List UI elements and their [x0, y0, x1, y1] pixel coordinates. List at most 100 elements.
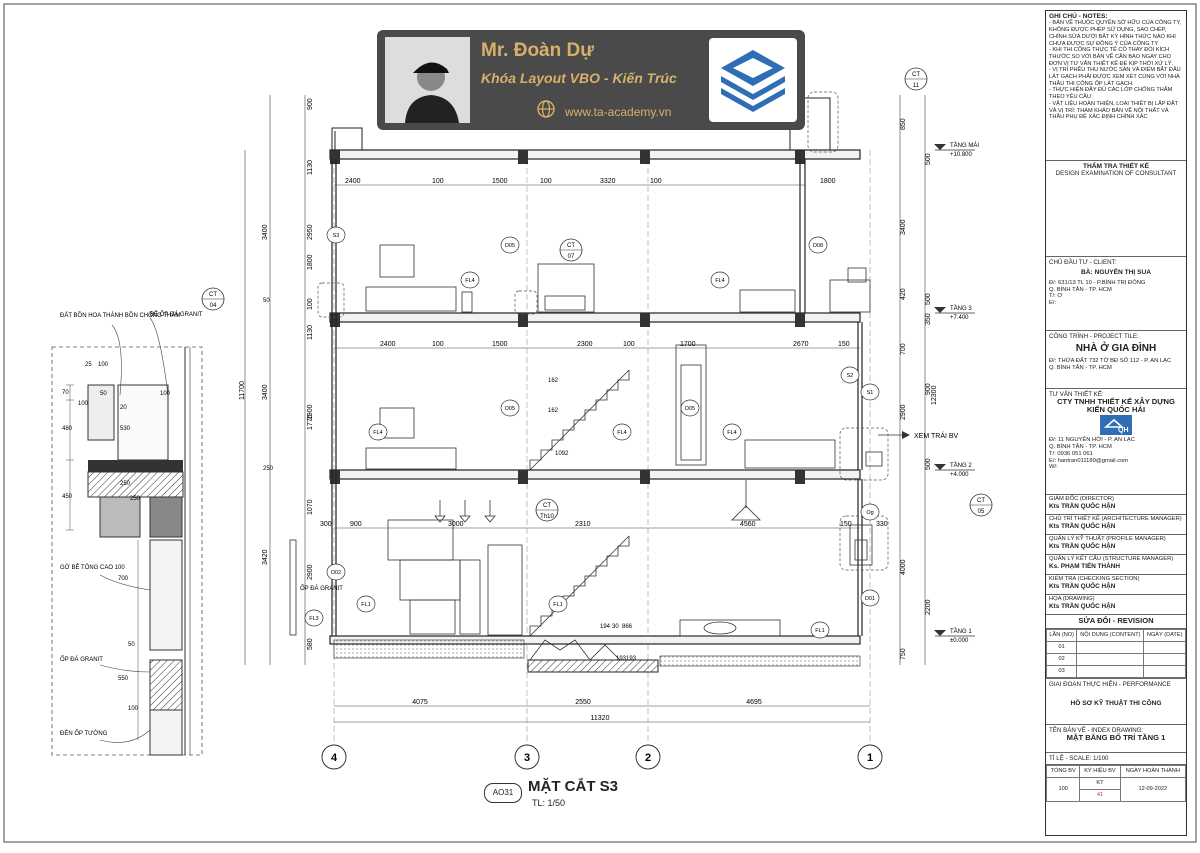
- callout-top: CT: [543, 503, 551, 509]
- review-title: THẨM TRA THIẾT KẾ: [1082, 163, 1150, 170]
- dim-mid: 1500: [492, 341, 508, 348]
- footer-header-date: NGÀY HOÀN THÀNH: [1119, 765, 1187, 778]
- dim-stair: 866: [622, 624, 633, 630]
- dim-low: 330: [876, 521, 888, 528]
- level-name: TẦNG 3: [950, 305, 972, 312]
- detail-dim: 20: [120, 405, 127, 411]
- dim-top: 1500: [492, 178, 508, 185]
- role-row: QUẢN LÝ KỸ THUẬT (PROFILE MANAGER)Kts TR…: [1046, 535, 1186, 555]
- phase-label: GIAI ĐOẠN THỰC HIỆN - PERFORMANCE: [1049, 681, 1171, 688]
- banner-website[interactable]: www.ta-academy.vn: [565, 105, 672, 119]
- grid-axis-bubble: [514, 744, 540, 770]
- client-label: CHỦ ĐẦU TƯ - CLIENT:: [1049, 259, 1117, 266]
- dim-mid: 150: [838, 341, 850, 348]
- furniture-floor1: [289, 480, 873, 637]
- level-name: TẦNG 2: [950, 462, 972, 469]
- role-title: GIÁM ĐỐC (DIRECTOR): [1049, 496, 1114, 502]
- notes-title: GHI CHÚ - NOTES:: [1049, 13, 1108, 20]
- element-tag-shape: [840, 366, 860, 384]
- grid-axis-bubble: [635, 744, 661, 770]
- level-marker: [934, 307, 946, 313]
- element-tag-label: D02: [331, 570, 341, 576]
- project-address: Đ/: THỬA ĐẤT 732 TỜ BĐ SỐ 112 - P. AN LẠ…: [1049, 358, 1172, 365]
- dim-low: 2310: [575, 521, 591, 528]
- element-tag-label: Og: [866, 510, 873, 516]
- dim-mid: 100: [623, 341, 635, 348]
- detail-dim: 250: [120, 481, 131, 487]
- role-person: Kts TRẦN QUỐC HẬN: [1049, 502, 1116, 510]
- title-block: GHI CHÚ - NOTES: - BẢN VẼ THUỘC QUYỀN SỞ…: [1045, 10, 1187, 836]
- level-value: +4.000: [950, 472, 969, 478]
- level-name: TẦNG 1: [950, 628, 972, 635]
- dim-left-total: 11700: [239, 381, 246, 400]
- detail-dim: 550: [118, 676, 129, 682]
- level-name: TẦNG MÁI: [950, 142, 979, 149]
- beams: [330, 150, 805, 484]
- review-subtitle: DESIGN EXAMINATION OF CONSULTANT: [1055, 170, 1177, 178]
- dim-right: 3400: [900, 219, 907, 235]
- dim-left: 1070: [307, 499, 314, 515]
- element-tag-label: FL3: [309, 616, 318, 622]
- element-tag-shape: [860, 503, 880, 521]
- foundation-hatch: [527, 659, 659, 673]
- project-section: CÔNG TRÌNH - PROJECT TILE: NHÀ Ở GIA ĐÌN…: [1046, 331, 1186, 389]
- detail-dim: 250: [130, 496, 141, 502]
- dim-right: 750: [900, 648, 907, 660]
- consultant-logo: QH: [1100, 415, 1132, 436]
- footer-header-code: KÝ HIỆU BV: [1079, 765, 1121, 778]
- floor3-slab: [329, 312, 861, 323]
- callout-top: CT: [567, 243, 575, 249]
- role-title: QUẢN LÝ KỸ THUẬT (PROFILE MANAGER): [1049, 536, 1166, 542]
- callout-top: CT: [209, 292, 217, 298]
- element-tag-shape: [326, 563, 346, 581]
- element-tag-shape: [860, 589, 880, 607]
- element-tag-shape: [710, 271, 730, 289]
- dim-low: 300: [320, 521, 332, 528]
- phase-value: HỒ SƠ KỸ THUẬT THI CÔNG: [1070, 700, 1162, 708]
- detail-dim: 100: [160, 391, 171, 397]
- dim-stair: 30: [612, 624, 619, 630]
- dim-left: 2900: [307, 404, 314, 420]
- section-title: MẶT CẮT S3: [528, 778, 618, 795]
- element-tag-label: D01: [865, 596, 875, 602]
- dim-stair: 250: [263, 466, 274, 472]
- dim-low: 900: [350, 521, 362, 528]
- index-label: TÊN BẢN VẼ - INDEX DRAWING:: [1049, 727, 1144, 734]
- grid-axis-label: 1: [867, 752, 873, 764]
- index-section: TÊN BẢN VẼ - INDEX DRAWING: MẶT BẰNG BỐ …: [1046, 725, 1186, 753]
- grid-axis-bubble: [857, 744, 883, 770]
- detail-dim: 50: [100, 391, 107, 397]
- rev-row-03: 03: [1046, 665, 1078, 678]
- grid-axis-label: 4: [331, 752, 338, 764]
- element-tag-label: S1: [867, 390, 874, 396]
- level-marker: [934, 464, 946, 470]
- callout-top: CT: [912, 72, 920, 78]
- drawing-ref-code: AO31: [484, 783, 522, 803]
- role-row: CHỦ TRÌ THIẾT KẾ (ARCHITECTURE MANAGER)K…: [1046, 515, 1186, 535]
- detail-label: ỐP ĐÁ GRANIT: [300, 585, 343, 592]
- dim-low: 3000: [448, 521, 464, 528]
- role-person: Kts TRẦN QUỐC HẬN: [1049, 602, 1116, 610]
- section-scale: TL: 1/50: [532, 798, 566, 808]
- detail-dim: 50: [128, 642, 135, 648]
- dim-top: 100: [650, 178, 662, 185]
- banner-course: Khóa Layout VBO - Kiến Trúc: [481, 70, 677, 86]
- level-marker: [934, 144, 946, 150]
- element-tag-shape: [500, 236, 520, 254]
- rev-row-02: 02: [1046, 653, 1078, 666]
- detail-label: ĐẤT BỒN HOA THÀNH BỒN CHỐNG THẤM: [60, 312, 180, 319]
- detail-label: BỆ ỐP ĐÁ GRANIT: [150, 310, 203, 318]
- footer-code: 41: [1079, 789, 1121, 802]
- detail-dim: 100: [128, 706, 139, 712]
- element-tag-shape: [368, 423, 388, 441]
- dim-top: 100: [540, 178, 552, 185]
- detail-dim: 70: [62, 390, 69, 396]
- rev-header-content: NỘI DUNG (CONTENT): [1076, 629, 1145, 642]
- consultant-address2: Q. BÌNH TÂN - TP. HCM: [1049, 444, 1112, 451]
- dim-right: 850: [900, 118, 907, 130]
- footer-header-total: TỔNG BV: [1045, 765, 1081, 778]
- client-section: CHỦ ĐẦU TƯ - CLIENT: BÀ: NGUYỄN THỊ SUA …: [1046, 257, 1186, 331]
